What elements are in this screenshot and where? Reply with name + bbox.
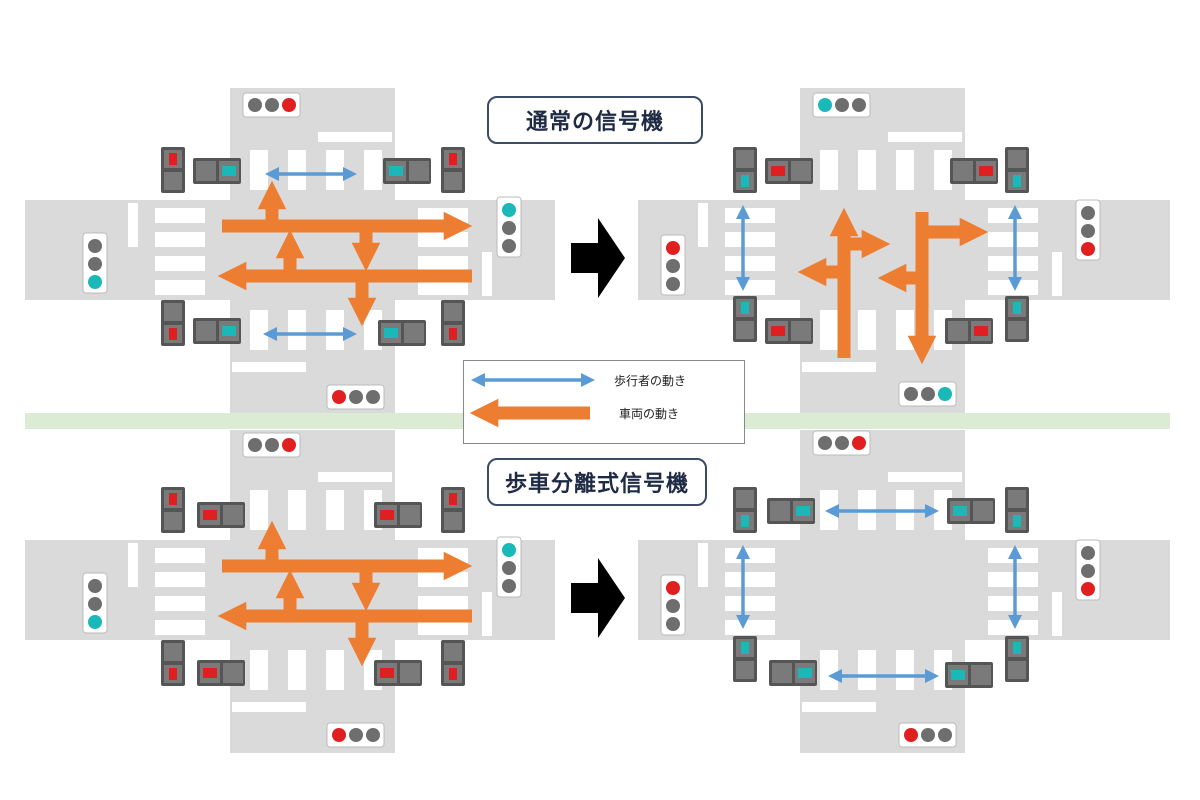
pedestrian-arrows xyxy=(263,167,1022,683)
title-scramble-signal: 歩車分離式信号機 xyxy=(487,458,707,506)
legend-vehicle-label: 車両の動き xyxy=(619,407,680,421)
legend-pedestrian-label: 歩行者の動き xyxy=(614,374,687,388)
vehicle-arrows xyxy=(217,180,989,667)
legend: 歩行者の動き 車両の動き xyxy=(463,360,745,444)
legend-icons xyxy=(469,373,595,428)
traffic-light-icon xyxy=(82,92,1101,748)
title-normal-signal: 通常の信号機 xyxy=(487,96,703,144)
right-arrow-icon xyxy=(571,218,625,298)
pedestrian-signal-icon xyxy=(161,147,1029,688)
right-arrow-icon xyxy=(571,558,625,638)
